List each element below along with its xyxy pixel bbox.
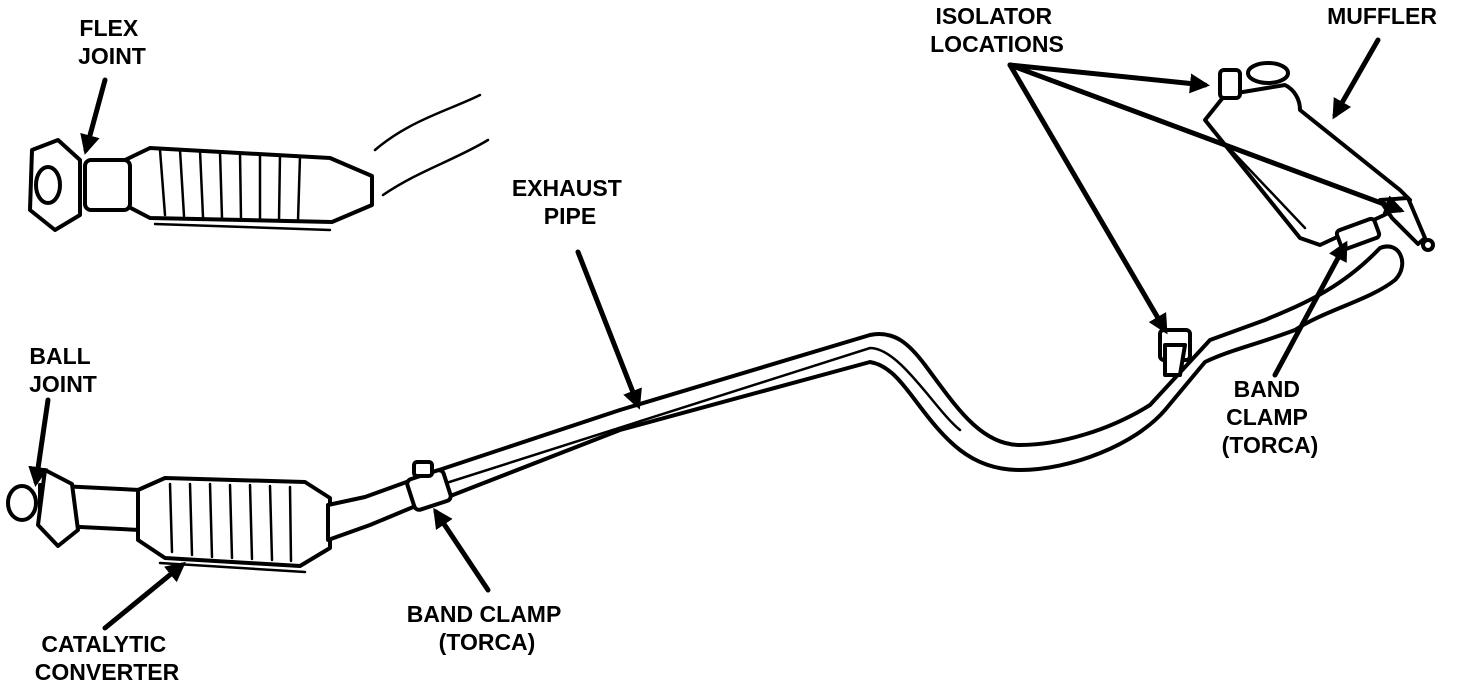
label-exhaust-pipe-line2: PIPE <box>544 203 596 229</box>
inset-converter-body <box>123 146 374 224</box>
muffler-body <box>1203 83 1412 247</box>
isolator-arrow-tailpipe <box>1007 62 1405 215</box>
catalytic-converter-body <box>136 476 332 568</box>
muffler-arrow <box>1332 37 1381 120</box>
label-catalytic-converter-line2: CONVERTER <box>35 659 180 685</box>
label-ball-joint-line1: BALL <box>29 343 90 369</box>
label-isolator-locations-line2: LOCATIONS <box>930 31 1064 57</box>
exhaust-system-assembly <box>6 61 1435 574</box>
label-band-clamp-rear-line1: BAND <box>1234 376 1300 402</box>
label-muffler-line1: MUFFLER <box>1327 3 1437 29</box>
label-flex-joint-line1: FLEX <box>79 15 138 41</box>
inset-converter-ribs <box>153 148 332 232</box>
muffler-hanger-pad <box>1246 61 1290 85</box>
label-band-clamp-rear: BAND CLAMP (TORCA) <box>1222 376 1319 458</box>
exhaust-pipe-arrow <box>575 249 642 410</box>
band-clamp-rear-arrow <box>1272 240 1348 378</box>
label-flex-joint-line2: JOINT <box>78 43 146 69</box>
label-catalytic-converter: CATALYTIC CONVERTER <box>35 631 180 685</box>
band-clamp-front-arrow <box>433 507 491 593</box>
label-catalytic-converter-line1: CATALYTIC <box>41 631 166 657</box>
inset-flex-section <box>83 158 132 212</box>
leader-arrows <box>28 37 1405 631</box>
flex-joint-converter-inset <box>28 93 490 232</box>
label-isolator-locations-line1: ISOLATOR <box>935 3 1052 29</box>
label-muffler: MUFFLER <box>1327 3 1437 29</box>
label-ball-joint-line2: JOINT <box>29 371 97 397</box>
label-band-clamp-rear-line3: (TORCA) <box>1222 432 1319 458</box>
label-flex-joint: FLEX JOINT <box>78 15 146 69</box>
muffler-isolator <box>1218 68 1242 100</box>
catalytic-converter-arrow <box>102 561 186 631</box>
label-exhaust-pipe: EXHAUST PIPE <box>512 175 628 229</box>
label-band-clamp-front: BAND CLAMP (TORCA) <box>407 601 568 655</box>
isolator-arrow-muffler <box>1007 62 1210 94</box>
ball-joint-flange <box>36 468 80 548</box>
inset-flange-opening <box>34 165 62 205</box>
label-ball-joint: BALL JOINT <box>29 343 97 397</box>
label-band-clamp-front-line2: (TORCA) <box>439 629 536 655</box>
front-band-clamp <box>405 460 453 512</box>
inset-downstream-pipe <box>373 93 490 197</box>
label-band-clamp-rear-line2: CLAMP <box>1226 404 1307 430</box>
rear-isolator <box>1158 328 1192 377</box>
callout-labels: FLEX JOINT BALL JOINT CATALYTIC CONVERTE… <box>29 3 1437 685</box>
ball-joint-arrow <box>28 397 51 487</box>
rear-pipe-outer <box>428 244 1405 502</box>
isolator-arrow-pipe <box>1007 62 1168 335</box>
label-band-clamp-front-line1: BAND CLAMP <box>407 601 561 627</box>
flex-joint-arrow <box>80 77 108 155</box>
label-isolator-locations: ISOLATOR LOCATIONS <box>930 3 1064 57</box>
rear-pipe-highlight <box>438 346 962 487</box>
label-exhaust-pipe-line1: EXHAUST <box>512 175 622 201</box>
ball-joint-inlet <box>6 484 38 522</box>
